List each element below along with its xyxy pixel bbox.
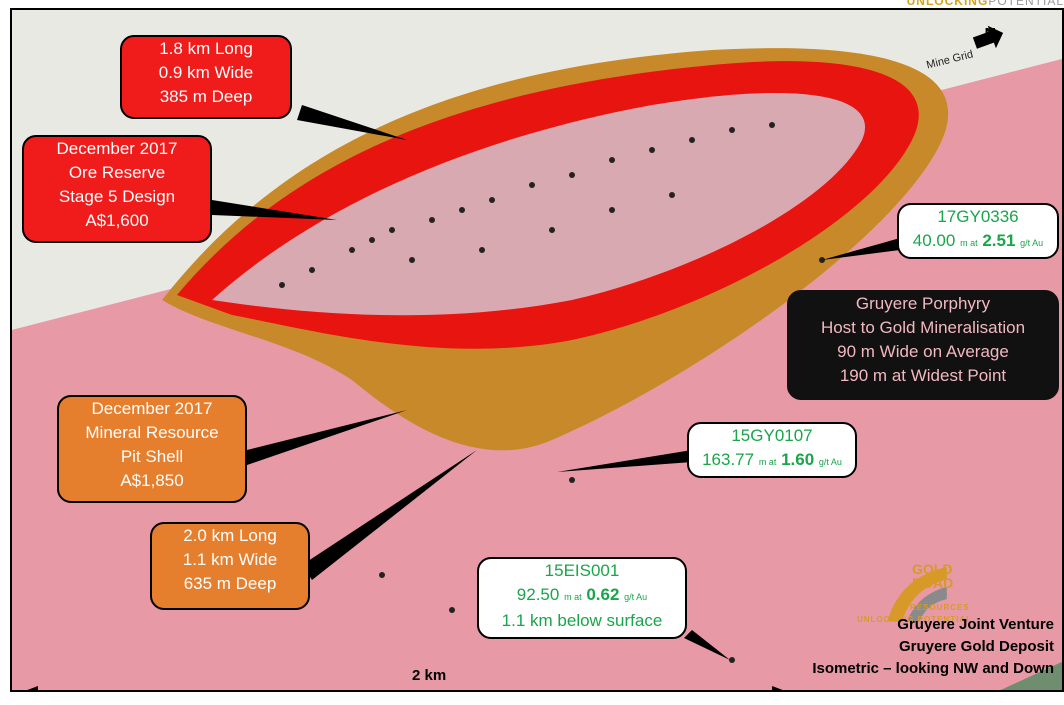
figure-frame: N Mine Grid 1.8 km Long 0.9 km Wide 385 … [10, 8, 1064, 692]
callout-reserve-design: December 2017 Ore Reserve Stage 5 Design… [22, 135, 212, 243]
callout-15gy0107: 15GY0107 163.77 m at 1.60 g/t Au [687, 422, 857, 478]
callout-resource-dims: 2.0 km Long 1.1 km Wide 635 m Deep [150, 522, 310, 610]
north-label: N [984, 26, 996, 44]
logo-resources: RESOURCES [910, 603, 970, 612]
callout-17gy0336: 17GY0336 40.00 m at 2.51 g/t Au [897, 203, 1059, 259]
header-tag: UNLOCKINGPOTENTIAL [907, 0, 1064, 8]
scale-label: 2 km [412, 667, 446, 684]
logo-wordmark: GOLD ROAD [912, 562, 953, 590]
callout-15eis001: 15EIS001 92.50 m at 0.62 g/t Au 1.1 km b… [477, 557, 687, 639]
callout-porphyry: Gruyere Porphyry Host to Gold Mineralisa… [787, 290, 1059, 400]
callout-reserve-dims: 1.8 km Long 0.9 km Wide 385 m Deep [120, 35, 292, 119]
callout-resource-shell: December 2017 Mineral Resource Pit Shell… [57, 395, 247, 503]
footer-caption: Gruyere Joint Venture Gruyere Gold Depos… [812, 614, 1054, 680]
